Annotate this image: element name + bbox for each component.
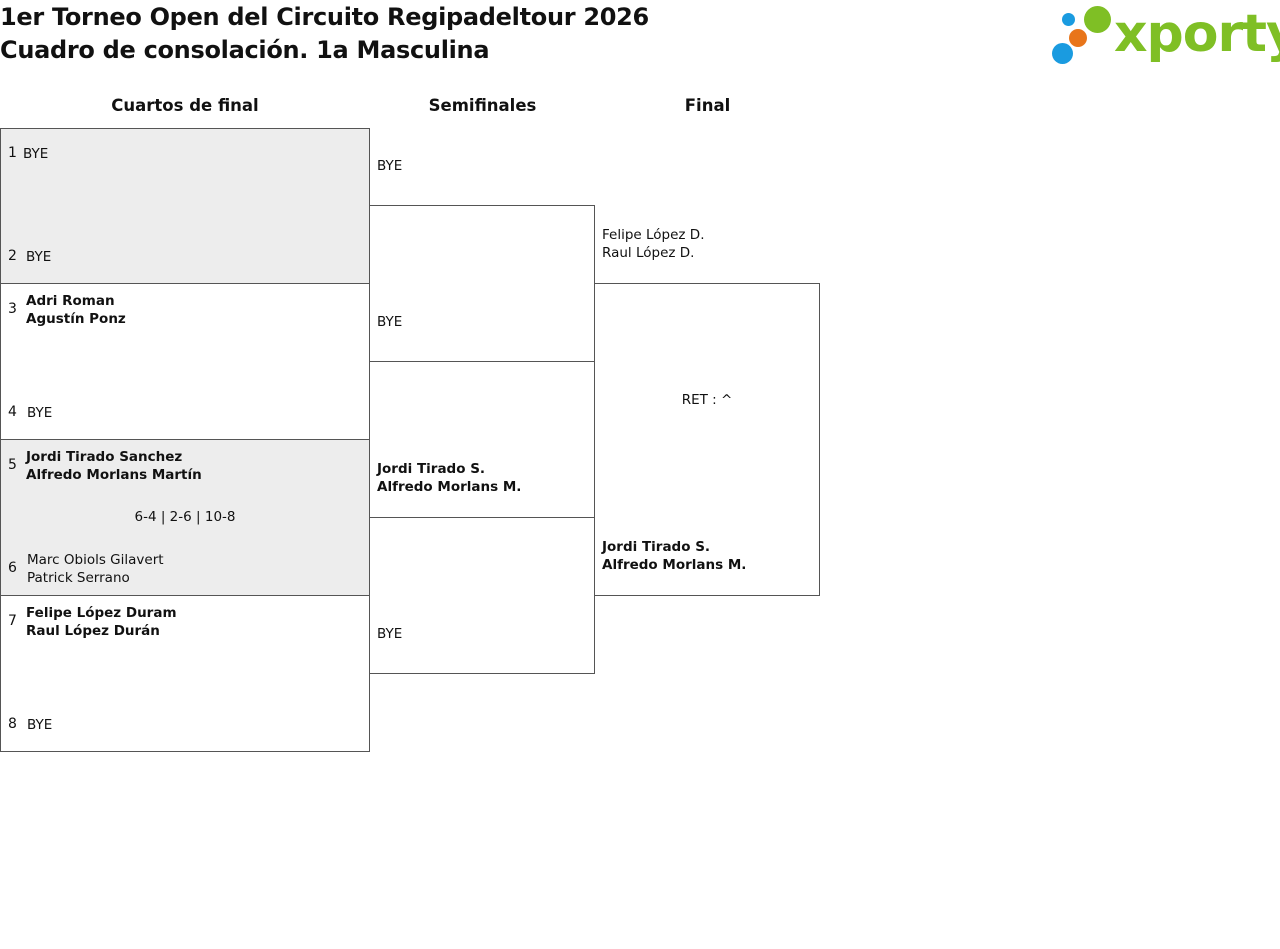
logo-dot-green [1084,6,1111,33]
player-name: Jordi Tirado S. [602,539,711,555]
seed-number: 3 [8,301,17,317]
logo-wordmark: xporty [1114,4,1280,64]
team-name: BYE [26,249,52,265]
player-name: Jordi Tirado S. [377,461,486,477]
tournament-title: 1er Torneo Open del Circuito Regipadelto… [0,3,649,31]
qf-match-1 [0,128,370,284]
logo-dot-orange [1069,29,1087,47]
player-name: Felipe López D. [602,227,705,243]
team-name: BYE [27,405,53,421]
team-name: BYE [377,626,403,642]
team-name: BYE [377,158,403,174]
match-score: 6-4 | 2-6 | 10-8 [134,509,236,525]
player-name: Alfredo Morlans M. [602,557,747,573]
seed-number: 7 [8,613,17,629]
final-match [594,283,820,596]
draw-subtitle: Cuadro de consolación. 1a Masculina [0,36,490,64]
sf-match-1 [369,205,595,362]
player-name: Raul López D. [602,245,695,261]
player-name: Alfredo Morlans Martín [26,467,202,483]
player-name: Jordi Tirado Sanchez [26,449,183,465]
player-name: Alfredo Morlans M. [377,479,522,495]
player-name: Adri Roman [26,293,115,309]
team-name: BYE [23,146,49,162]
team-name: BYE [377,314,403,330]
player-name: Marc Obiols Gilavert [27,552,164,568]
player-name: Agustín Ponz [26,311,126,327]
player-name: Felipe López Duram [26,605,177,621]
team-name: BYE [27,717,53,733]
seed-number: 4 [8,404,17,420]
logo-dot-blue-small [1062,13,1075,26]
round-header-quarterfinals: Cuartos de final [111,96,259,115]
seed-number: 2 [8,248,17,264]
logo-dot-blue [1052,43,1073,64]
seed-number: 1 [8,145,17,161]
sf-match-2 [369,517,595,674]
round-header-final: Final [684,96,731,115]
xporty-logo: xporty [1050,4,1280,68]
final-score: RET : ^ [681,392,733,408]
seed-number: 5 [8,457,17,473]
player-name: Patrick Serrano [27,570,130,586]
player-name: Raul López Durán [26,623,160,639]
round-header-semifinals: Semifinales [428,96,537,115]
seed-number: 8 [8,716,17,732]
seed-number: 6 [8,560,17,576]
